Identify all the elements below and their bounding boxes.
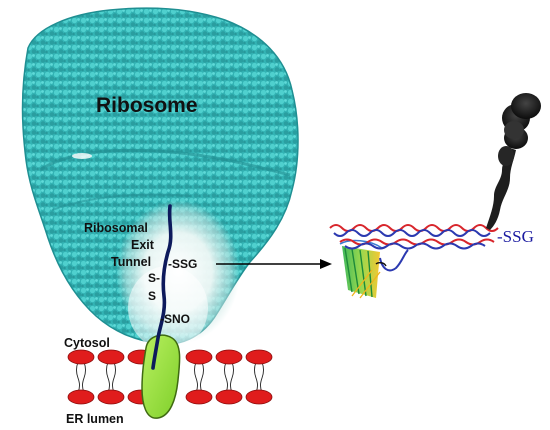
folded-protein — [329, 224, 499, 299]
tunnel-label-line2: Exit — [131, 238, 154, 252]
tunnel-label-line1: Ribosomal — [84, 221, 148, 235]
exit-tunnel-glow — [116, 200, 240, 350]
ribosome-label: Ribosome — [96, 94, 198, 117]
disulfide-bottom-label: S — [148, 289, 157, 303]
translocon — [141, 334, 181, 419]
beta-barrel — [339, 239, 383, 299]
er-lumen-label: ER lumen — [66, 412, 124, 426]
ssg-protein-label: -SSG — [497, 227, 534, 246]
cytosol-label: Cytosol — [64, 336, 110, 350]
arrow — [216, 259, 332, 269]
sno-label: -SNO — [160, 312, 190, 326]
smoke-plume — [486, 93, 541, 230]
helix-strands — [329, 224, 499, 250]
tunnel-label-line3: Tunnel — [111, 255, 152, 269]
disulfide-top-label: S- — [148, 271, 160, 285]
ssg-chain-label: -SSG — [168, 257, 198, 271]
lipid-tails — [76, 361, 264, 393]
nascent-chain — [151, 204, 173, 370]
membrane-bilayer — [67, 349, 273, 405]
